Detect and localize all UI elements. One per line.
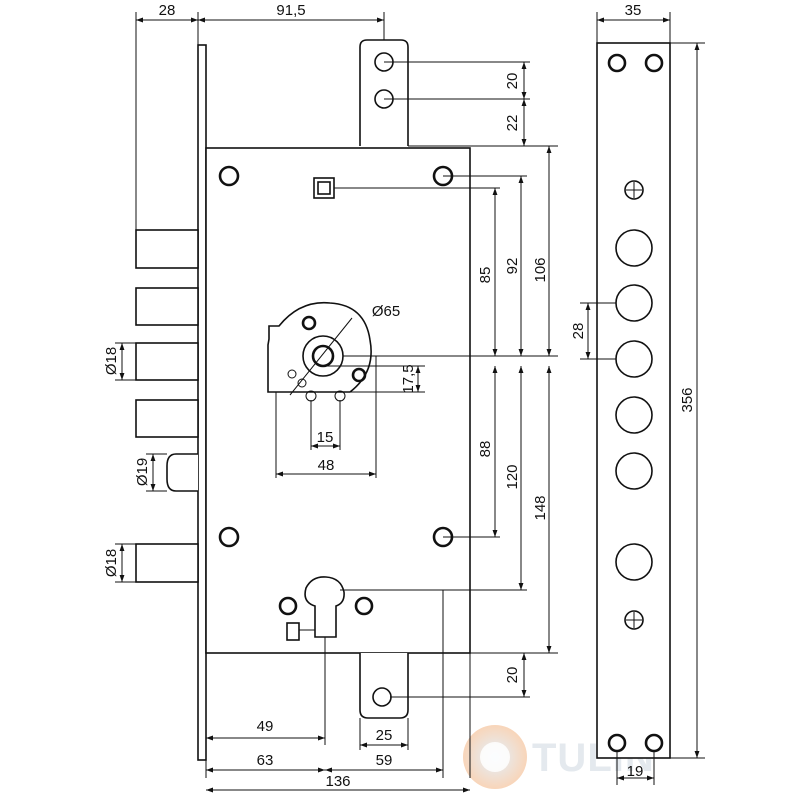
dim-faceplate-bolt-spacing: 28 (570, 323, 587, 340)
square-follower-inner (317, 181, 331, 195)
dim-top-bolt-offset: 22 (504, 115, 521, 132)
dim-spindle-diameter: Ø65 (372, 303, 400, 320)
dim-cylinder-to-edge: 63 (257, 752, 274, 769)
dim-bolt-diameter-lower: Ø18 (103, 549, 120, 577)
faceplate-cross-screw-top (624, 180, 644, 200)
dim-top-width: 91,5 (276, 2, 305, 19)
faceplate-dimension-labels: 35 356 28 19 (570, 2, 696, 780)
dim-spindle-offset: 17,5 (400, 364, 417, 393)
dim-cylinder-offset: 49 (257, 718, 274, 735)
faceplate-bolt-hole-4 (615, 396, 653, 434)
deadbolt-3 (135, 342, 199, 381)
faceplate-bolt-hole-3 (615, 340, 653, 378)
bottom-bolt-tab (359, 653, 409, 719)
faceplate-bolt-hole-2 (615, 284, 653, 322)
dim-bottom-bolt-width: 25 (376, 727, 393, 744)
hub-hole-small-1 (287, 369, 297, 379)
dim-faceplate-width: 35 (625, 2, 642, 19)
diameter-leader (289, 317, 353, 396)
faceplate-screw-top-right (644, 53, 664, 73)
screw-top-left (218, 165, 240, 187)
faceplate-cross-screw-bottom (624, 610, 644, 630)
dim-bottom-bolt-spacing: 20 (504, 667, 521, 684)
deadbolt-2 (135, 287, 199, 326)
dim-spindle-hole-spacing: 15 (317, 429, 334, 446)
dim-bolt-diameter-upper: Ø18 (103, 347, 120, 375)
dim-follower-to-body-top-inner: 92 (504, 258, 521, 275)
cylinder-screw-right (354, 596, 374, 616)
spindle-ring (302, 335, 344, 377)
dim-faceplate-bottom-hole-spacing: 19 (627, 763, 644, 780)
dim-total-width: 136 (325, 773, 350, 790)
dim-follower-to-body-top: 106 (532, 257, 549, 282)
deadbolt-1 (135, 229, 199, 269)
dim-follower-to-cylinder: 120 (504, 464, 521, 489)
dim-backset-plate: 28 (159, 2, 176, 19)
cylinder-screw-left (278, 596, 298, 616)
faceplate-view (580, 12, 705, 785)
hub-hole-right (351, 367, 367, 383)
lock-body-dimension-labels: 28 91,5 20 22 85 92 106 Ø65 17,5 15 48 8… (103, 2, 549, 790)
dim-follower-to-screw: 85 (477, 267, 494, 284)
dim-follower-to-lower-screw: 88 (477, 441, 494, 458)
latch-bolt (166, 453, 198, 492)
cylinder-keyhole (304, 576, 345, 638)
faceplate-bolt-hole-5 (615, 543, 653, 581)
deadbolt-4 (135, 399, 199, 438)
screw-bottom-left (218, 526, 240, 548)
dim-latch-diameter: Ø19 (134, 458, 151, 486)
hub-hole-small-2 (297, 378, 307, 388)
deadbolt-5 (135, 543, 199, 583)
faceplate-bolt-hole-1 (615, 229, 653, 267)
dim-bottom-bolt-to-edge: 59 (376, 752, 393, 769)
bottom-bolt-hole (372, 687, 392, 707)
dim-spindle-width: 48 (318, 457, 335, 474)
hub-hole-top (301, 315, 317, 331)
dim-follower-to-body-bottom: 148 (532, 495, 549, 520)
cylinder-cam (286, 622, 300, 641)
lock-body-view (115, 12, 558, 778)
dim-faceplate-length: 356 (679, 387, 696, 412)
faceplate-latch-hole (615, 452, 653, 490)
front-plate (197, 44, 207, 761)
dim-top-bolt-spacing: 20 (504, 73, 521, 90)
faceplate-screw-top-left (607, 53, 627, 73)
lock-body-dimension-lines (119, 17, 552, 793)
